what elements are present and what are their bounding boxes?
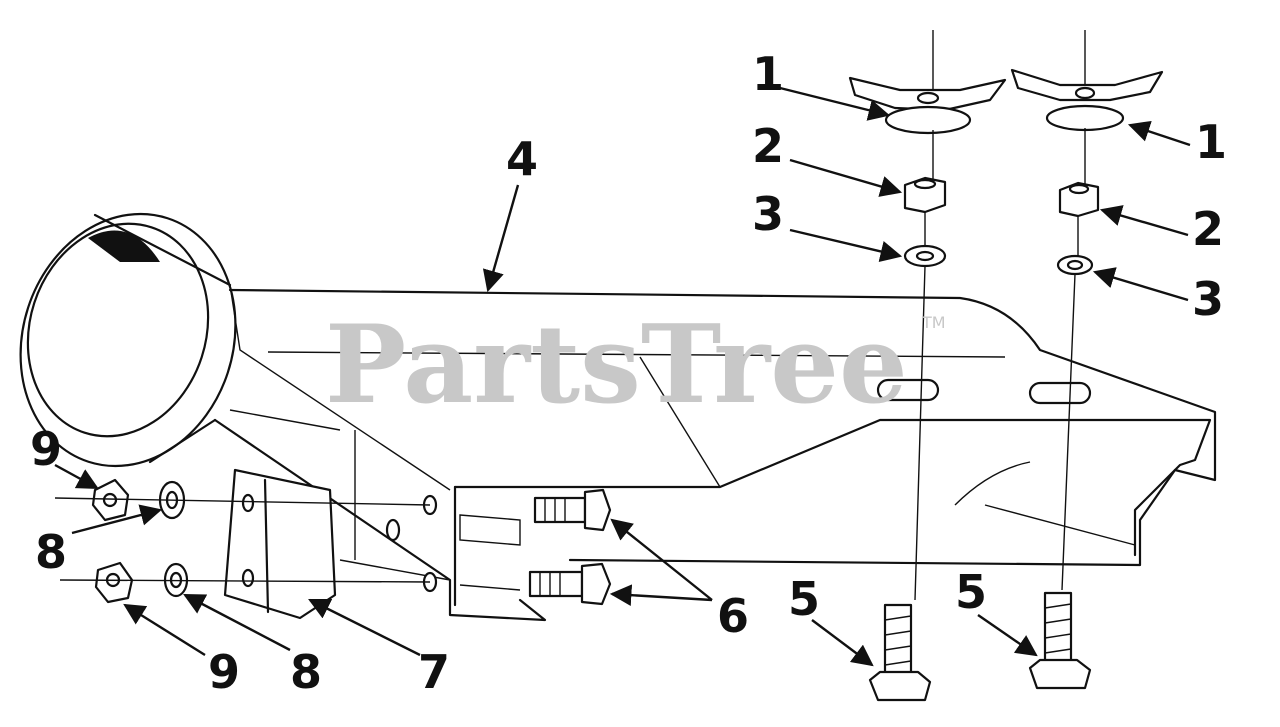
callout-5-left: 5 — [788, 572, 820, 626]
rotor-part-1-left — [848, 76, 1007, 135]
bolt-part-6-lower — [528, 562, 612, 606]
callout-6: 6 — [717, 589, 749, 643]
bracket-part-7 — [223, 468, 337, 620]
callout-5-right: 5 — [955, 565, 987, 619]
carriage-bolt-part-5-left — [868, 603, 932, 702]
watermark-trademark: TM — [921, 313, 946, 332]
mount-slot-right — [1028, 381, 1092, 405]
tube-mouth — [19, 212, 237, 468]
watermark-text: PartsTree — [325, 302, 908, 428]
callout-9-bottom: 9 — [208, 645, 240, 699]
callout-2-left: 2 — [752, 119, 784, 173]
nut-part-9-upper — [91, 478, 130, 522]
callout-7: 7 — [418, 645, 450, 699]
callout-9-left: 9 — [30, 422, 62, 476]
mount-slot-left — [876, 378, 940, 402]
callout-3-right: 3 — [1192, 272, 1224, 326]
callout-2-right: 2 — [1192, 202, 1224, 256]
callout-4: 4 — [506, 132, 538, 186]
rotor-part-1-right — [1010, 68, 1164, 132]
callout-3-left: 3 — [752, 187, 784, 241]
housing-part-4 — [19, 212, 1217, 622]
carriage-bolt-part-5-right — [1028, 591, 1092, 690]
callout-1-left: 1 — [752, 47, 784, 101]
lockwasher-part-3-left — [903, 244, 947, 268]
lockwasher-part-3-right — [1056, 254, 1094, 276]
callout-8-left: 8 — [35, 525, 67, 579]
nut-part-2-left — [903, 176, 947, 214]
tube-interior-shadow — [88, 230, 160, 262]
leader-lines — [54, 86, 1191, 667]
bolt-part-6-upper — [533, 488, 612, 532]
callout-1-right: 1 — [1195, 115, 1227, 169]
nut-part-9-lower — [94, 561, 134, 604]
callout-8-bottom: 8 — [290, 645, 322, 699]
nut-part-2-right — [1058, 181, 1100, 218]
